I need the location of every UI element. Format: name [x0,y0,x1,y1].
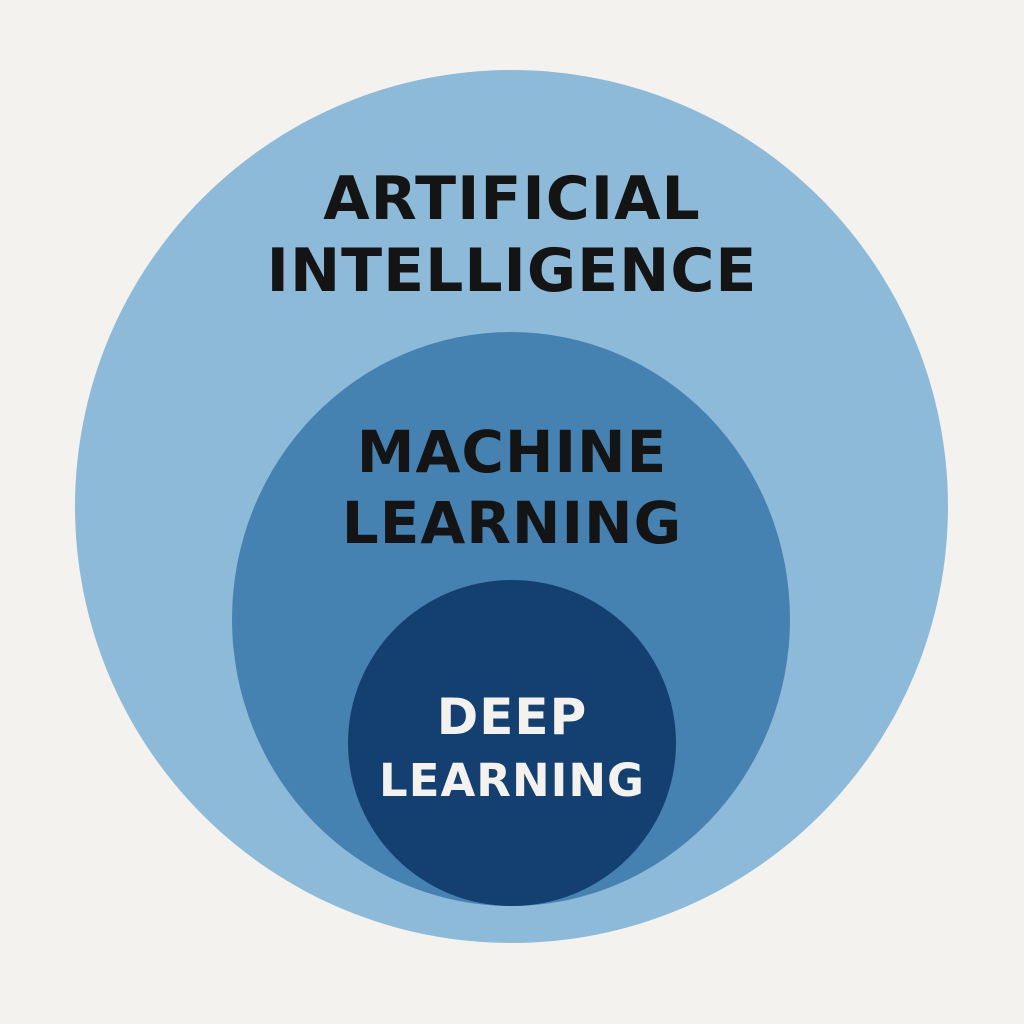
machine-learning-label-line1: MACHINE [356,418,668,486]
machine-learning-label-line2: LEARNING [341,489,683,557]
artificial-intelligence-label-line2: INTELLIGENCE [266,236,758,306]
deep-learning-circle [348,580,676,906]
deep-learning-label-line1: DEEP [436,688,588,746]
deep-learning-label-line2: LEARNING [379,754,645,807]
artificial-intelligence-label-line1: ARTIFICIAL [323,164,701,234]
